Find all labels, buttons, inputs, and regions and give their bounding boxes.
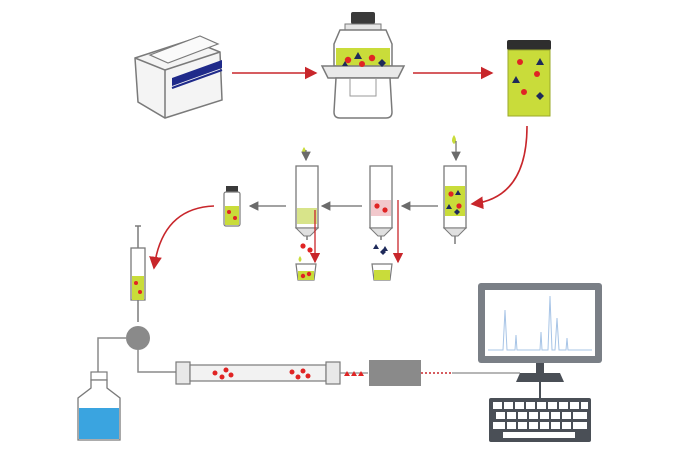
carton-icon [134, 35, 223, 119]
keyboard-keys [493, 402, 588, 438]
detector-icon [369, 360, 421, 386]
spe-load-cartridge [442, 135, 468, 244]
arrow-jar-to-spe [470, 125, 528, 210]
spe-wash-cartridge [368, 165, 404, 281]
chromatogram-trace [488, 295, 592, 351]
jar-icon [507, 40, 551, 117]
homogenizer-icon [320, 12, 406, 119]
syringe-icon [130, 225, 146, 322]
injector-valve [126, 326, 150, 350]
bottle-icon [77, 371, 121, 441]
solvent-tubing [97, 337, 126, 380]
computer-icon [478, 283, 602, 442]
column-icon [175, 361, 341, 385]
eluent-stream [340, 371, 368, 376]
arrow-vial-to-syringe [149, 205, 215, 270]
spe-elute-cartridge [294, 147, 321, 281]
column-tubing [137, 350, 176, 373]
vial-icon [223, 186, 241, 227]
